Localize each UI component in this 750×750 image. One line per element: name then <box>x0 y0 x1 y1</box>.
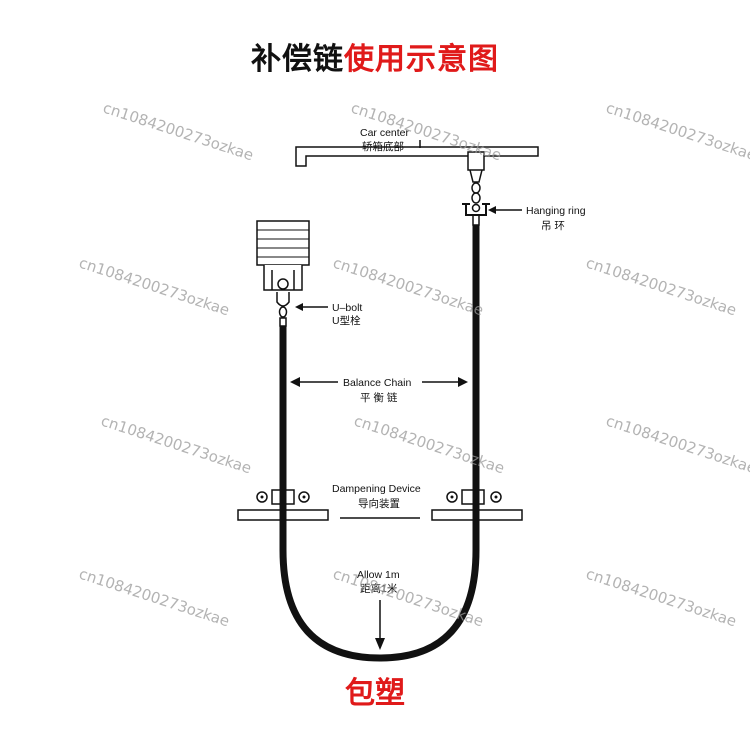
watermark: cn1084200273ozkae <box>99 412 254 478</box>
watermark: cn1084200273ozkae <box>584 565 739 631</box>
car-center-beam <box>295 146 539 171</box>
plastic-coating-label: 包塑 <box>345 677 405 710</box>
car-center-label-cn: 轿箱底部 <box>362 140 404 153</box>
annotation-arrows <box>290 140 522 650</box>
balance-chain <box>279 225 480 662</box>
watermark: cn1084200273ozkae <box>331 565 486 631</box>
balance-chain-label-en: Balance Chain <box>343 377 411 389</box>
dampening-label-en: Dampening Device <box>332 483 421 495</box>
watermark: cn1084200273ozkae <box>101 99 256 165</box>
u-bolt-label-cn: U型栓 <box>332 314 361 327</box>
watermark: cn1084200273ozkae <box>77 565 232 631</box>
counterweight-block <box>256 220 310 291</box>
title-part-black: 补偿链 <box>251 43 344 76</box>
allow-1m-label-cn: 距离1米 <box>360 582 398 595</box>
hanging-ring-assembly <box>462 169 490 226</box>
allow-1m-label-en: Allow 1m <box>357 569 400 581</box>
u-bolt-label-en: U–bolt <box>332 302 362 314</box>
u-bolt <box>276 292 290 327</box>
hanging-ring-label-en: Hanging ring <box>526 205 586 217</box>
hanging-ring-label-cn: 吊 环 <box>541 220 565 232</box>
balance-chain-label-cn: 平 衡 链 <box>360 391 398 404</box>
watermark: cn1084200273ozkae <box>77 254 232 320</box>
diagram-title: 补偿链使用示意图 <box>0 34 750 78</box>
watermark: cn1084200273ozkae <box>604 99 750 165</box>
car-center-label-en: Car center <box>360 127 410 139</box>
watermark: cn1084200273ozkae <box>352 412 507 478</box>
watermark: cn1084200273ozkae <box>584 254 739 320</box>
title-part-red: 使用示意图 <box>344 43 499 76</box>
dampening-label-cn: 导向装置 <box>358 497 400 510</box>
watermark: cn1084200273ozkae <box>604 412 750 478</box>
watermark-layer: cn1084200273ozkae cn1084200273ozkae cn10… <box>77 99 750 631</box>
